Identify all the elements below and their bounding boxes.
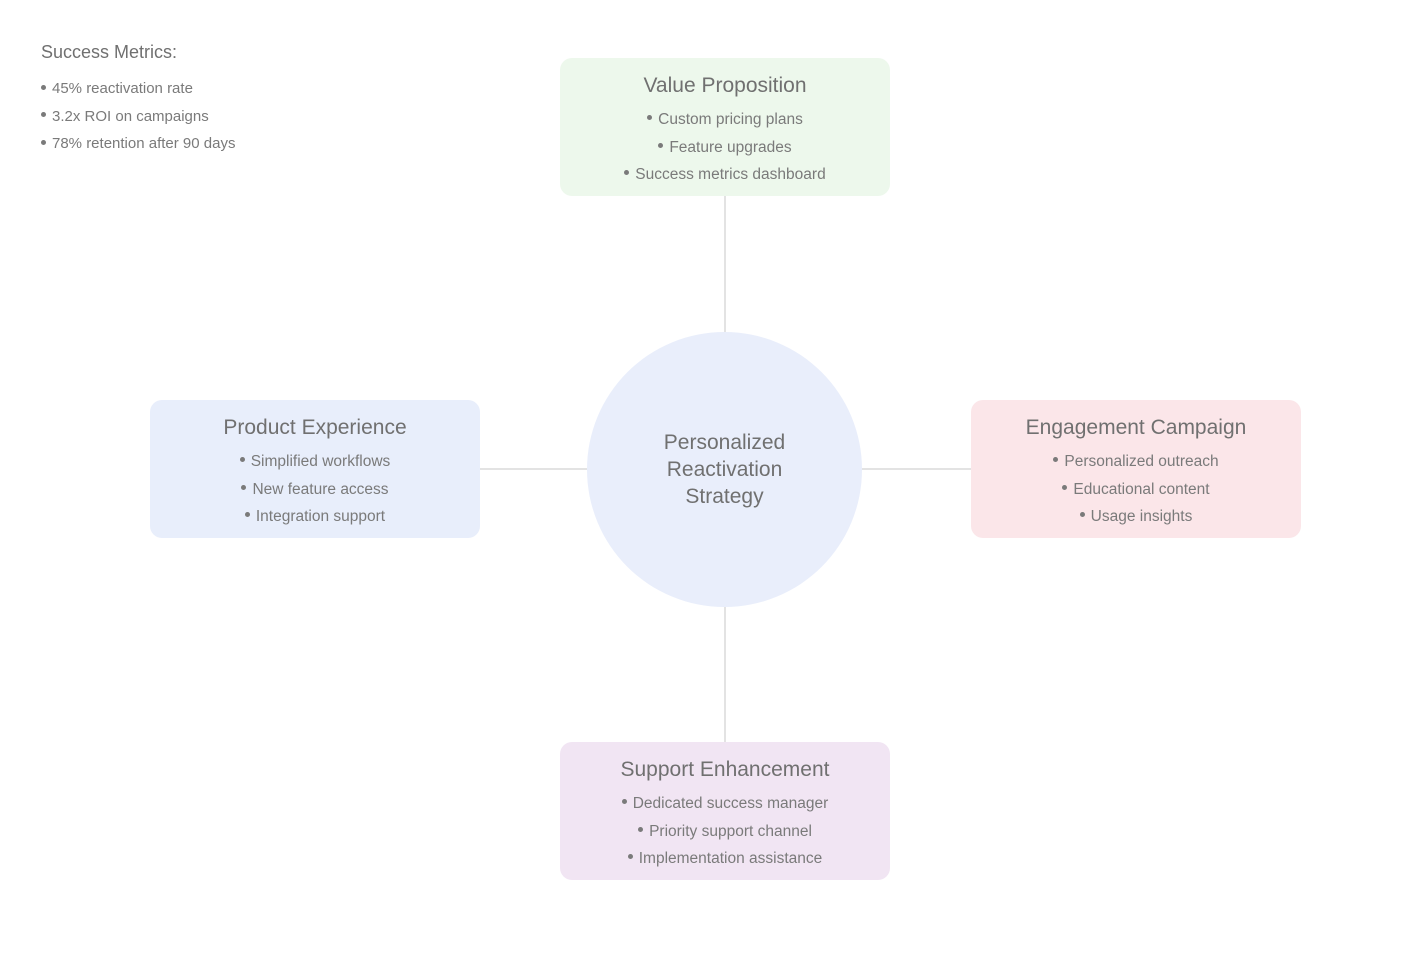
bullet-icon <box>41 112 46 118</box>
node-item-list: Personalized outreach Educational conten… <box>971 448 1301 531</box>
metric-text: 45% reactivation rate <box>52 80 193 97</box>
node-item: Custom pricing plans <box>560 106 890 134</box>
node-item: Personalized outreach <box>971 448 1301 476</box>
bullet-icon <box>1079 512 1085 518</box>
bullet-icon <box>638 826 644 832</box>
bullet-icon <box>41 84 46 90</box>
bullet-icon <box>41 139 46 145</box>
bullet-icon <box>627 854 633 860</box>
node-item: Feature upgrades <box>560 134 890 162</box>
node-item-list: Simplified workflows New feature access … <box>150 448 480 531</box>
node-title: Engagement Campaign <box>1025 416 1247 439</box>
node-item-text: Personalized outreach <box>1064 453 1219 470</box>
bullet-icon <box>241 484 247 490</box>
node-item: Success metrics dashboard <box>560 161 890 189</box>
bullet-icon <box>658 142 664 148</box>
bullet-icon <box>244 512 250 518</box>
central-strategy-label: Personalized Reactivation Strategy <box>663 431 786 508</box>
node-item: New feature access <box>150 476 480 504</box>
success-metrics-panel: Success Metrics: 45% reactivation rate 3… <box>41 40 361 158</box>
bullet-icon <box>621 799 627 805</box>
node-item-text: Dedicated success manager <box>632 795 829 812</box>
node-item: Usage insights <box>971 503 1301 531</box>
node-item-text: Implementation assistance <box>638 850 823 867</box>
central-strategy-node: Personalized Reactivation Strategy <box>587 332 862 607</box>
node-item-text: Priority support channel <box>649 822 812 840</box>
metric-text: 78% retention after 90 days <box>52 135 236 152</box>
node-item-text: Usage insights <box>1090 508 1193 525</box>
node-item-text: Success metrics dashboard <box>635 166 826 183</box>
metric-item: 78% retention after 90 days <box>41 130 361 158</box>
node-item: Implementation assistance <box>560 845 890 873</box>
engagement-campaign-node: Engagement Campaign Personalized outreac… <box>971 400 1301 538</box>
node-item-text: Integration support <box>255 508 386 525</box>
node-item: Integration support <box>150 503 480 531</box>
node-item-list: Dedicated success manager Priority suppo… <box>560 790 890 873</box>
bullet-icon <box>239 457 245 463</box>
success-metrics-title: Success Metrics: <box>41 42 178 62</box>
node-item-text: Educational content <box>1073 480 1210 498</box>
metric-item: 45% reactivation rate <box>41 75 361 103</box>
value-proposition-node: Value Proposition Custom pricing plans F… <box>560 58 890 196</box>
node-item-text: New feature access <box>252 480 389 498</box>
node-item: Dedicated success manager <box>560 790 890 818</box>
node-item: Simplified workflows <box>150 448 480 476</box>
node-title: Support Enhancement <box>620 758 830 781</box>
bullet-icon <box>1062 484 1068 490</box>
metric-text: 3.2x ROI on campaigns <box>52 107 209 125</box>
node-title: Product Experience <box>223 416 407 439</box>
success-metrics-list: 45% reactivation rate 3.2x ROI on campai… <box>41 75 361 158</box>
bullet-icon <box>624 170 630 176</box>
node-item-list: Custom pricing plans Feature upgrades Su… <box>560 106 890 189</box>
node-item: Educational content <box>971 476 1301 504</box>
bullet-icon <box>647 115 653 121</box>
node-item-text: Custom pricing plans <box>658 111 803 128</box>
node-title: Value Proposition <box>643 74 807 97</box>
product-experience-node: Product Experience Simplified workflows … <box>150 400 480 538</box>
support-enhancement-node: Support Enhancement Dedicated success ma… <box>560 742 890 880</box>
node-item-text: Feature upgrades <box>669 138 792 156</box>
metric-item: 3.2x ROI on campaigns <box>41 103 361 131</box>
node-item: Priority support channel <box>560 818 890 846</box>
node-item-text: Simplified workflows <box>250 453 391 470</box>
bullet-icon <box>1053 457 1059 463</box>
